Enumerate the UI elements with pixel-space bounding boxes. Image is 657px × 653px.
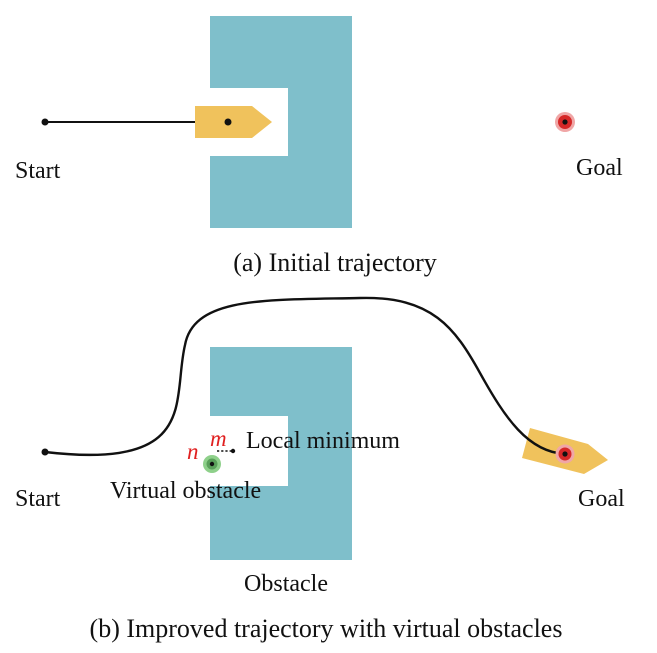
local-minimum-point: [230, 448, 236, 454]
m-label: m: [210, 426, 227, 451]
obstacle-label: Obstacle: [244, 571, 328, 597]
vehicle-center-a: [224, 118, 232, 126]
start-label-a: Start: [15, 158, 61, 184]
virtual-obstacle-marker: [203, 455, 221, 473]
start-point-b: [41, 448, 49, 456]
obstacle-b: [210, 347, 352, 560]
panel-b: n m Local minimum Virtual obstacle Start…: [15, 296, 625, 643]
goal-label-b: Goal: [578, 486, 625, 512]
panel-a: Start Goal (a) Initial trajectory: [15, 16, 623, 277]
goal-marker-b: [555, 444, 575, 464]
caption-b: (b) Improved trajectory with virtual obs…: [90, 614, 563, 643]
goal-label-a: Goal: [576, 155, 623, 181]
local-minimum-label: Local minimum: [246, 428, 400, 454]
goal-marker-a: [555, 112, 575, 132]
vehicle-a: [195, 106, 272, 138]
virtual-obstacle-label: Virtual obstacle: [110, 478, 261, 504]
obstacle-a: [210, 16, 352, 228]
n-label: n: [187, 439, 199, 464]
improved-trajectory-line: [44, 296, 566, 457]
start-point-a: [41, 118, 49, 126]
start-label-b: Start: [15, 486, 61, 512]
caption-a: (a) Initial trajectory: [233, 248, 437, 277]
